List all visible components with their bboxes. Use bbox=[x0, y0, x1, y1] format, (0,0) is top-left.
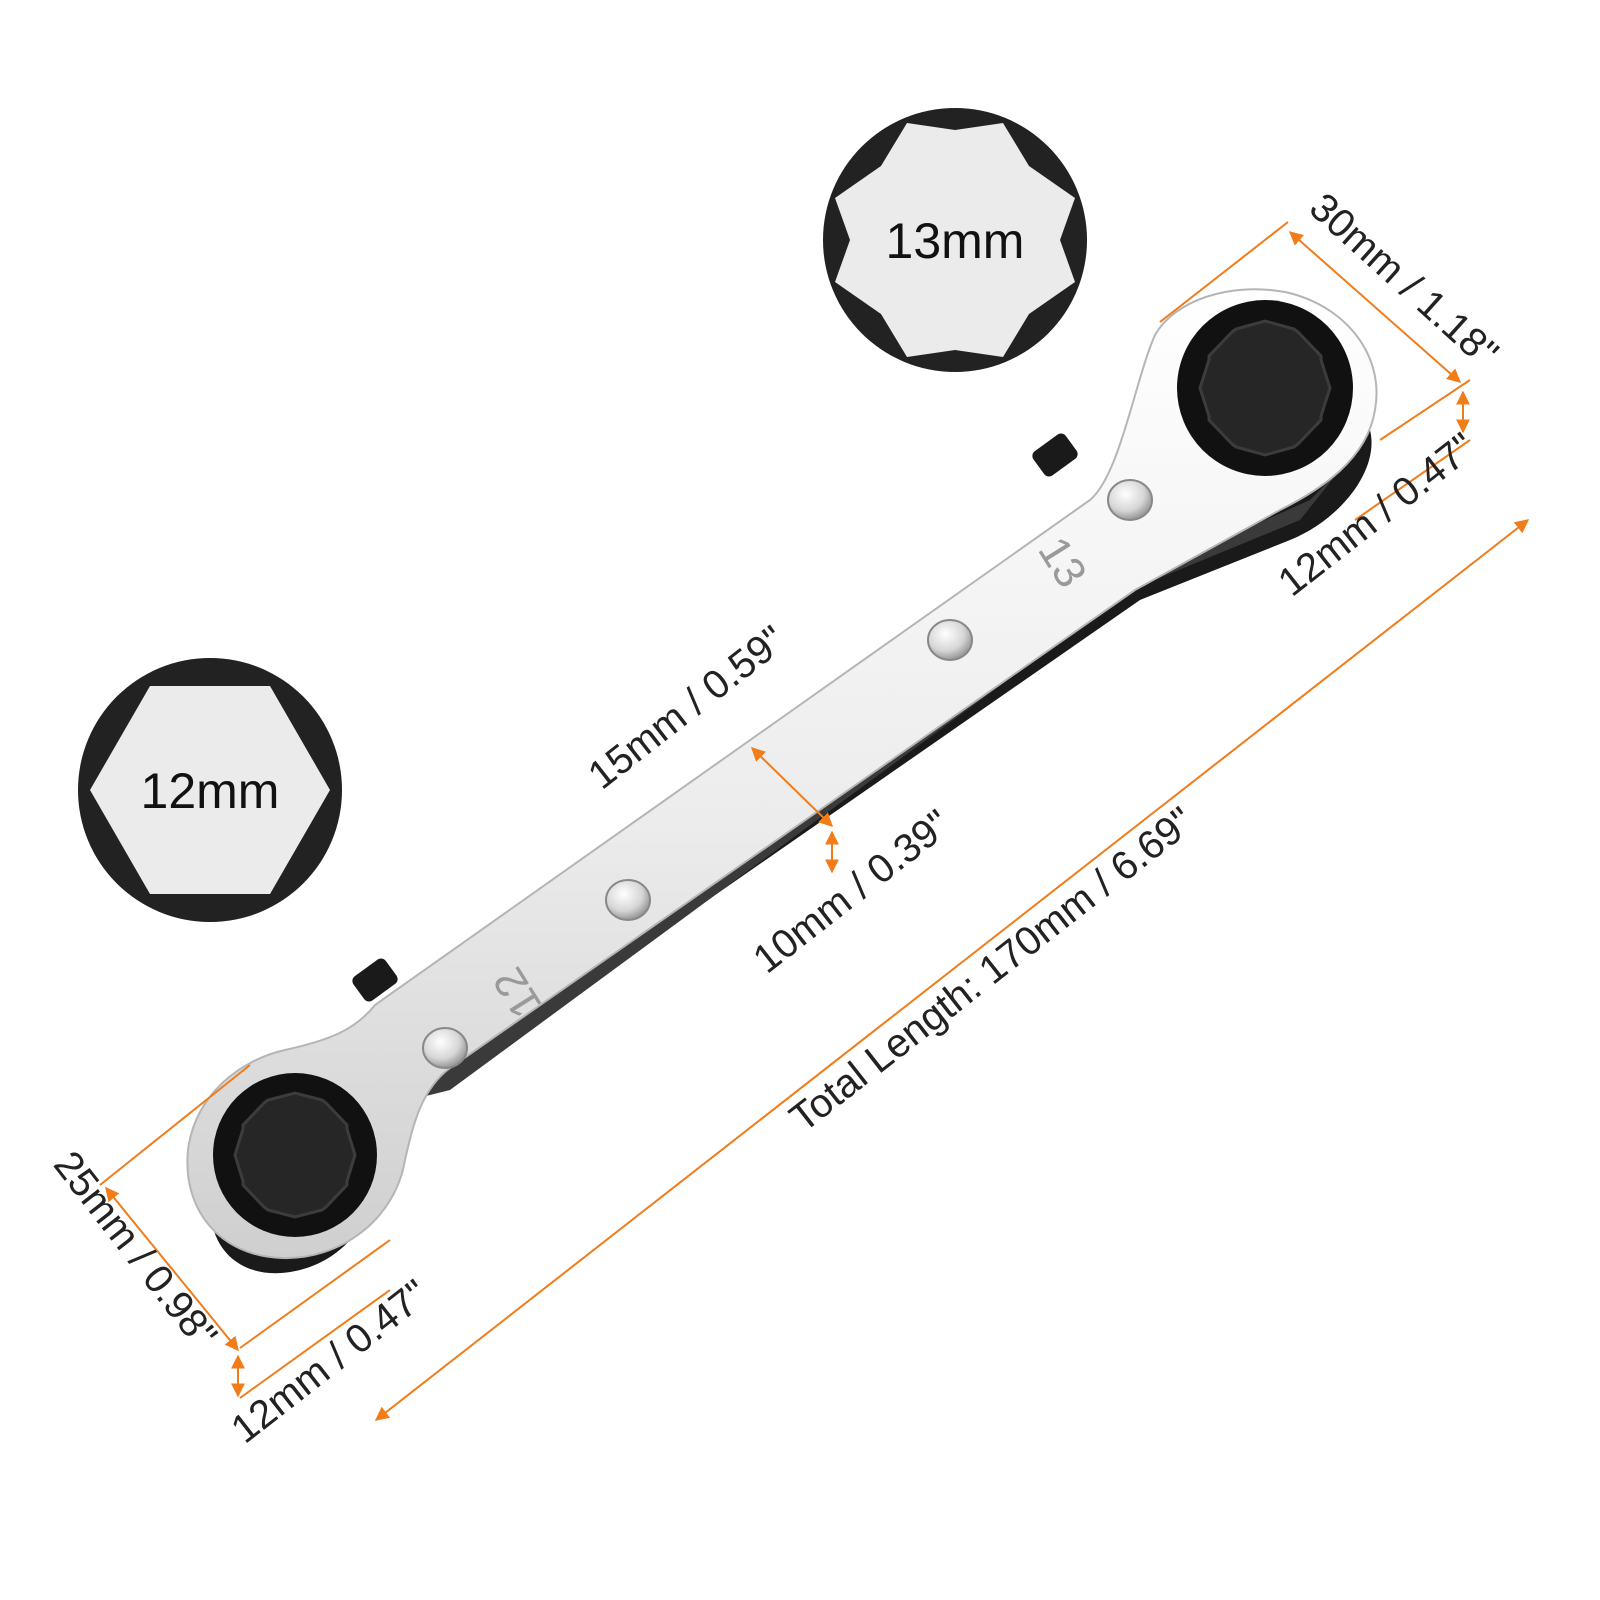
ratcheting-box-wrench-icon: 13 12 bbox=[186, 288, 1378, 1274]
badge-left-hex bbox=[90, 686, 330, 894]
dim-top-width-ext-b bbox=[1379, 379, 1471, 441]
rivet-top bbox=[1107, 479, 1153, 521]
dim-top-thick-ext bbox=[1354, 439, 1471, 521]
dimension-lines bbox=[99, 221, 1530, 1421]
rivet-upper-shaft bbox=[927, 619, 973, 661]
rivet-bottom bbox=[422, 1027, 468, 1069]
badge-top-star bbox=[835, 123, 1075, 357]
bi-hex-socket-icon: 13mm bbox=[823, 108, 1087, 372]
dim-bottom-width-ext-b bbox=[239, 1239, 391, 1349]
pawl-top bbox=[1032, 433, 1078, 477]
badge-top-label: 13mm bbox=[886, 213, 1025, 269]
socket-bottom-12pt bbox=[233, 1091, 357, 1219]
label-bottom-thickness: 12mm / 0.47" bbox=[223, 1272, 436, 1452]
dim-top-width bbox=[1288, 231, 1462, 383]
dim-bottom-width-ext-a bbox=[99, 1064, 251, 1186]
rivet-lower-shaft bbox=[605, 879, 651, 921]
dim-total-length bbox=[374, 519, 1530, 1421]
badge-left-label: 12mm bbox=[141, 763, 280, 819]
hex-socket-icon: 12mm bbox=[78, 658, 342, 922]
dim-top-width-ext-a bbox=[1159, 221, 1289, 323]
label-total-length: Total Length: 170mm / 6.69" bbox=[782, 799, 1202, 1141]
dim-bottom-thick-ext bbox=[239, 1289, 391, 1399]
dim-bottom-width bbox=[105, 1186, 239, 1352]
